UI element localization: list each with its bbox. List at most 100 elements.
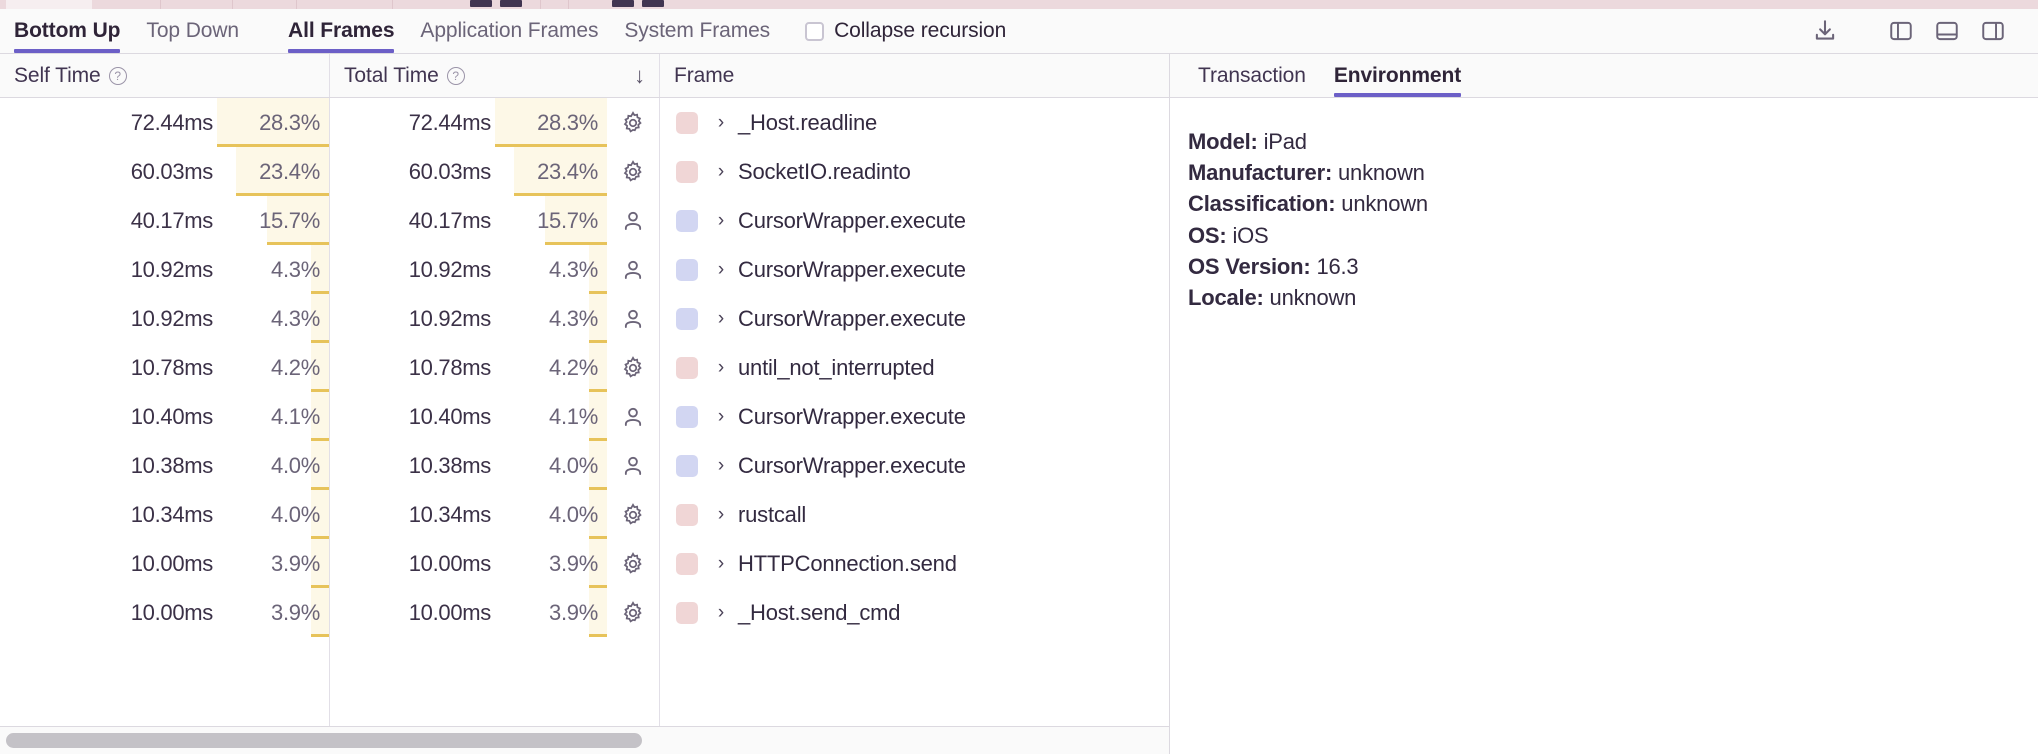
- tab-environment[interactable]: Environment: [1320, 54, 1475, 97]
- frame-color-swatch: [676, 503, 698, 526]
- self-percent-highlight: [311, 539, 329, 588]
- expand-chevron-icon[interactable]: ›: [717, 209, 725, 231]
- frame-color-swatch: [676, 601, 698, 624]
- column-header-frame[interactable]: Frame: [660, 54, 1169, 97]
- checkbox-icon[interactable]: [805, 21, 825, 41]
- expand-chevron-icon[interactable]: ›: [717, 552, 725, 574]
- expand-chevron-icon[interactable]: ›: [717, 356, 725, 378]
- total-percent-value: 4.0%: [549, 501, 598, 527]
- self-time-value: 60.03ms: [130, 158, 214, 184]
- help-icon[interactable]: ?: [108, 66, 127, 85]
- collapse-recursion-toggle[interactable]: Collapse recursion: [793, 9, 1018, 53]
- total-percent-value: 15.7%: [537, 207, 598, 233]
- self-percent-value: 15.7%: [259, 207, 320, 233]
- application-person-icon[interactable]: [607, 196, 659, 245]
- self-percent-value: 4.2%: [271, 354, 320, 380]
- self-percent-bar: [311, 585, 329, 588]
- self-percent-value: 4.0%: [271, 452, 320, 478]
- system-gear-icon[interactable]: [607, 539, 659, 588]
- tab-bottom-up[interactable]: Bottom Up: [0, 9, 133, 53]
- tab-all-frames-label: All Frames: [288, 19, 395, 42]
- self-percent-highlight: [217, 98, 329, 147]
- frame-name: CursorWrapper.execute: [738, 403, 966, 429]
- self-percent-highlight: [311, 343, 329, 392]
- flamegraph-strip[interactable]: [0, 0, 2038, 9]
- environment-key: Classification:: [1188, 191, 1336, 217]
- environment-key: Manufacturer:: [1188, 160, 1333, 186]
- frame-name: until_not_interrupted: [738, 354, 935, 380]
- tab-system-frames[interactable]: System Frames: [611, 9, 783, 53]
- self-percent: 4.2%: [217, 343, 329, 392]
- expand-chevron-icon[interactable]: ›: [717, 503, 725, 525]
- environment-row: Manufacturer: unknown: [1188, 157, 2038, 188]
- self-percent-highlight: [267, 196, 329, 245]
- cell-frame: › CursorWrapper.execute: [660, 392, 1169, 441]
- help-icon[interactable]: ?: [446, 66, 465, 85]
- application-person-icon[interactable]: [607, 245, 659, 294]
- expand-chevron-icon[interactable]: ›: [717, 405, 725, 427]
- cell-frame: ›CursorWrapper.execute: [660, 441, 1169, 490]
- application-person-icon[interactable]: [607, 392, 659, 441]
- system-gear-icon[interactable]: [607, 343, 659, 392]
- toolbar-gap: [783, 9, 793, 53]
- tab-application-frames[interactable]: Application Frames: [407, 9, 611, 53]
- panel-right-icon[interactable]: [1970, 9, 2016, 53]
- column-header-self-time[interactable]: Self Time ?: [0, 54, 330, 97]
- scrollbar-thumb[interactable]: [6, 733, 643, 748]
- total-percent-highlight: [514, 147, 607, 196]
- total-percent: 23.4%: [495, 147, 607, 196]
- view-mode-tabs: Bottom Up Top Down: [0, 9, 252, 53]
- expand-chevron-icon[interactable]: ›: [717, 258, 725, 280]
- expand-chevron-icon[interactable]: ›: [717, 454, 725, 476]
- column-header-total-time[interactable]: Total Time ? ↓: [330, 54, 660, 97]
- expand-chevron-icon[interactable]: ›: [717, 111, 725, 133]
- system-gear-icon[interactable]: [607, 98, 659, 147]
- tab-all-frames[interactable]: All Frames: [274, 9, 407, 53]
- total-percent: 4.2%: [495, 343, 607, 392]
- environment-key: Model:: [1188, 129, 1258, 154]
- panel-left-icon[interactable]: [1878, 9, 1924, 53]
- system-gear-icon[interactable]: [607, 490, 659, 539]
- total-percent: 4.3%: [495, 245, 607, 294]
- expand-chevron-icon[interactable]: ›: [717, 601, 725, 623]
- system-gear-icon[interactable]: [607, 588, 659, 637]
- tab-top-down[interactable]: Top Down: [133, 9, 252, 53]
- system-gear-icon[interactable]: [607, 147, 659, 196]
- total-percent-highlight: [589, 245, 607, 294]
- toolbar-actions: [1802, 9, 2038, 53]
- application-person-icon[interactable]: [607, 294, 659, 343]
- sort-descending-icon[interactable]: ↓: [634, 62, 645, 88]
- application-person-icon[interactable]: [607, 441, 659, 490]
- self-time-value: 10.78ms: [130, 354, 214, 380]
- tab-transaction[interactable]: Transaction: [1184, 54, 1320, 97]
- tab-top-down-label: Top Down: [146, 19, 240, 42]
- expand-chevron-icon[interactable]: ›: [717, 307, 725, 329]
- self-percent-highlight: [236, 147, 329, 196]
- total-time-value: 60.03ms: [408, 158, 492, 184]
- environment-value: unknown: [1338, 160, 1425, 186]
- expand-chevron-icon[interactable]: ›: [717, 160, 725, 182]
- self-percent-highlight: [311, 441, 329, 490]
- total-time-value: 10.92ms: [408, 305, 492, 331]
- total-percent-bar: [589, 438, 607, 441]
- tab-environment-label: Environment: [1333, 63, 1462, 87]
- download-icon[interactable]: [1802, 9, 1848, 53]
- panel-bottom-icon[interactable]: [1924, 9, 1970, 53]
- horizontal-scrollbar[interactable]: [0, 726, 1169, 754]
